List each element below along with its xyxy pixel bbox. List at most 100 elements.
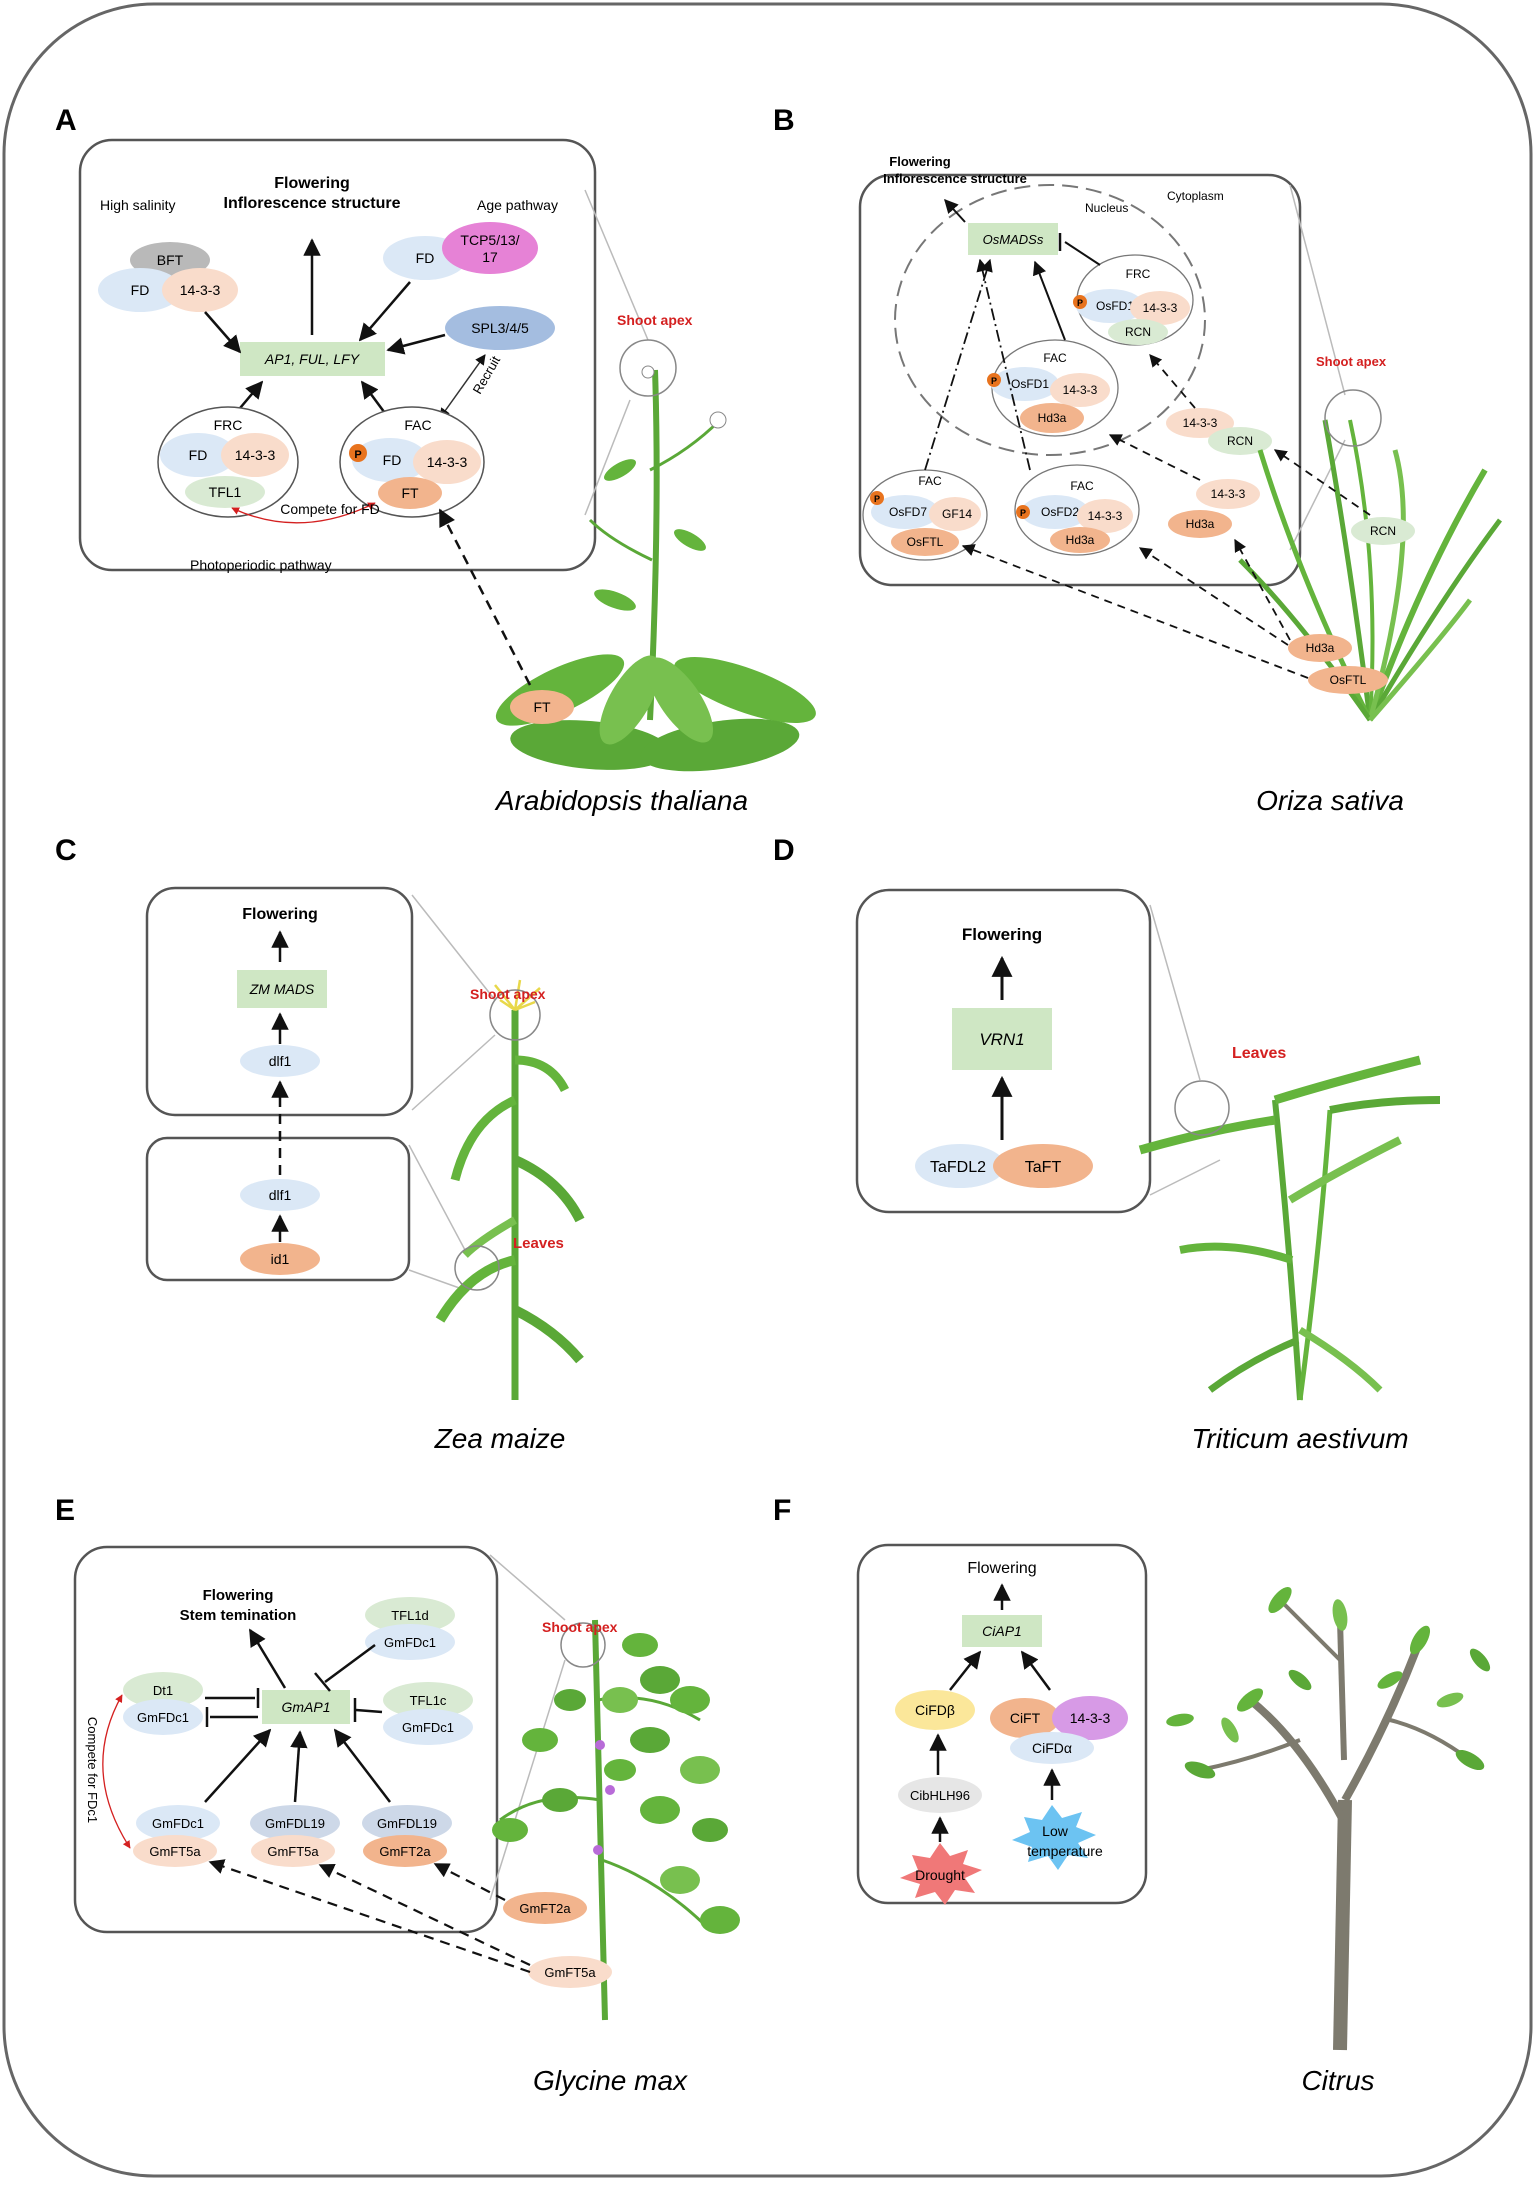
protein-14-3-3 xyxy=(221,433,289,477)
protein-14-3-3 xyxy=(1050,373,1110,407)
flowering-title: Flowering xyxy=(889,154,950,169)
rcn-protein xyxy=(1208,427,1272,455)
gmfdc1-label: GmFDc1 xyxy=(384,1635,436,1650)
leaves-label: Leaves xyxy=(1232,1045,1286,1062)
arrow xyxy=(290,1730,308,1803)
drought-burst-icon xyxy=(900,1843,982,1905)
gf14-label: GF14 xyxy=(942,507,972,521)
shoot-apex-circle xyxy=(619,339,677,397)
species-label-a: Arabidopsis thaliana xyxy=(494,785,748,816)
arrow xyxy=(208,1859,531,1974)
cifda-protein xyxy=(1010,1732,1094,1764)
tcp-label-1: TCP5/13/ xyxy=(460,232,519,248)
id1-protein xyxy=(240,1243,320,1275)
osftl-label: OsFTL xyxy=(1330,673,1367,687)
taft-label: TaFT xyxy=(1025,1159,1062,1176)
fd-protein xyxy=(352,438,428,482)
shoot-apex-label: Shoot apex xyxy=(542,1619,618,1635)
cytoplasm-label: Cytoplasm xyxy=(1167,189,1224,203)
arrow xyxy=(433,1863,506,1901)
gmfdl19-label: GmFDL19 xyxy=(377,1816,437,1831)
osfd1-label: OsFD1 xyxy=(1096,299,1134,313)
osftl-protein xyxy=(891,528,959,556)
compete-label: Compete for FD xyxy=(280,501,380,517)
arrow xyxy=(1020,1650,1052,1691)
cibhlh96-label: CibHLH96 xyxy=(910,1788,970,1803)
gmfdc1-protein xyxy=(136,1805,220,1841)
arrow xyxy=(1149,354,1196,409)
arrow xyxy=(204,1728,272,1803)
label-14-3-3: 14-3-3 xyxy=(1063,383,1098,397)
shoot-apex-circle xyxy=(1324,389,1382,447)
high-salinity-label: High salinity xyxy=(100,197,175,213)
dashdot-arrow xyxy=(976,258,1031,471)
target-box-e xyxy=(262,1690,350,1724)
protein-14-3-3 xyxy=(162,268,238,312)
arrow xyxy=(318,1864,531,1966)
rcn-protein xyxy=(1351,517,1415,545)
gf14-protein xyxy=(929,497,981,531)
rcn-protein xyxy=(1108,319,1168,345)
arrow xyxy=(1234,538,1291,641)
ft-label: FT xyxy=(401,485,419,501)
tafdl2-label: TaFDL2 xyxy=(930,1159,986,1176)
zoom-line xyxy=(1289,439,1346,551)
target-label-e: GmAP1 xyxy=(281,1699,330,1715)
ft-protein-leaf xyxy=(510,690,574,724)
protein-14-3-3 xyxy=(1052,1696,1128,1740)
protein-14-3-3 xyxy=(1077,499,1133,533)
cift-protein xyxy=(990,1698,1060,1738)
tfl1d-label: TFL1d xyxy=(391,1608,429,1623)
protein-14-3-3 xyxy=(1130,291,1190,325)
dlf1-label: dlf1 xyxy=(269,1187,292,1203)
osfd2-protein xyxy=(1021,495,1089,529)
cold-burst-icon xyxy=(1012,1805,1096,1870)
zoom-line xyxy=(408,1144,466,1251)
label-14-3-3: 14-3-3 xyxy=(1211,487,1246,501)
ft-protein xyxy=(378,477,442,509)
arrow xyxy=(358,281,411,342)
rcn-label: RCN xyxy=(1227,434,1253,448)
dt1-label: Dt1 xyxy=(153,1683,173,1698)
phospho-icon xyxy=(1073,295,1087,309)
frc-label: FRC xyxy=(214,417,243,433)
leaves-circle xyxy=(454,1245,500,1291)
tcp-protein xyxy=(442,222,538,274)
phospho-icon xyxy=(987,373,1001,387)
low-temp-label-1: Low xyxy=(1042,1823,1069,1839)
zoom-line xyxy=(489,1554,566,1621)
gmft5a-protein xyxy=(133,1835,217,1867)
label-14-3-3: 14-3-3 xyxy=(1143,301,1178,315)
compete-arrow xyxy=(231,502,376,524)
osfd7-label: OsFD7 xyxy=(889,505,927,519)
species-label-c: Zea maize xyxy=(434,1423,566,1454)
fac-label: FAC xyxy=(404,417,431,433)
species-label-b: Oriza sativa xyxy=(1256,785,1404,816)
shoot-apex-circle xyxy=(489,989,541,1041)
zoom-line xyxy=(1149,904,1201,1081)
fd-label: FD xyxy=(189,447,208,463)
inhibit-line xyxy=(355,1708,383,1714)
taft-protein xyxy=(993,1144,1093,1188)
gmfdc1-protein xyxy=(365,1624,455,1660)
target-label-d: VRN1 xyxy=(979,1030,1024,1049)
dashdot-arrow xyxy=(924,258,993,471)
fac-label: FAC xyxy=(918,474,942,488)
label-14-3-3: 14-3-3 xyxy=(427,454,468,470)
recruit-arrow xyxy=(439,354,486,419)
phospho-icon xyxy=(349,444,367,462)
flowering-title: Flowering xyxy=(242,906,318,923)
tfl1-protein xyxy=(185,476,265,508)
bft-label: BFT xyxy=(157,252,184,268)
target-label-c: ZM MADS xyxy=(249,981,315,997)
osfd1-label: OsFD1 xyxy=(1011,377,1049,391)
fac-label: FAC xyxy=(1070,479,1094,493)
gmfdc1-protein xyxy=(123,1699,203,1735)
protein-14-3-3 xyxy=(1196,479,1260,509)
arrow xyxy=(961,544,1309,679)
osfd1-protein xyxy=(1076,289,1144,323)
target-box-f xyxy=(962,1615,1042,1647)
arrow xyxy=(949,1650,982,1691)
age-pathway-label: Age pathway xyxy=(477,197,558,213)
